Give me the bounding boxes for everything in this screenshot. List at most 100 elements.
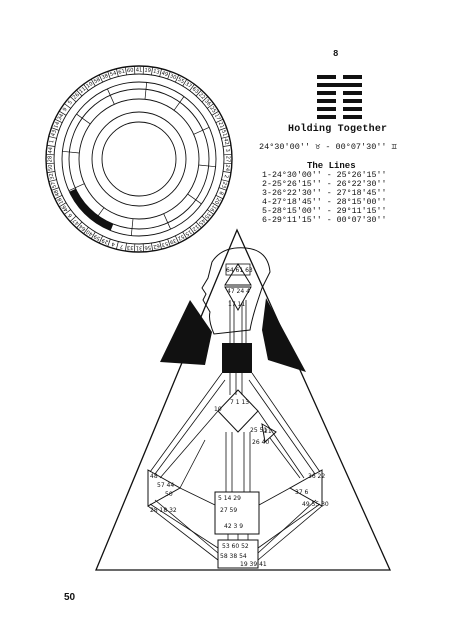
wheel-tick — [69, 215, 77, 222]
wheel-tick — [54, 195, 63, 200]
wheel-gate-label: 59 — [93, 233, 102, 241]
wheel-tick — [69, 96, 77, 103]
head-center — [224, 263, 252, 286]
ego-gates-label: 26 40 — [252, 439, 269, 446]
line-item: 4-27°18'45'' - 28°15'00'' — [262, 197, 387, 207]
wheel-gate-label: 62 — [152, 242, 160, 249]
head-outline — [201, 247, 271, 335]
wheel-gate-label: 64 — [78, 223, 87, 232]
sign-divider — [163, 213, 171, 230]
highlighted-arc — [69, 188, 114, 231]
sign-divider — [68, 183, 85, 191]
wheel-tick — [51, 127, 60, 131]
wheel-ring — [78, 98, 200, 220]
sacral-mid-label: 27 59 — [220, 507, 237, 514]
sign-divider — [62, 150, 80, 154]
page-number: 50 — [64, 592, 76, 603]
wheel-tick — [215, 195, 224, 200]
wheel-tick — [151, 243, 153, 252]
wheel-gate-label: 12 — [191, 223, 200, 232]
wheel-tick — [90, 231, 96, 239]
sign-divider — [144, 82, 148, 100]
wheel-tick — [195, 221, 202, 229]
ajna-center — [224, 286, 252, 312]
solar-plexus-center — [288, 469, 323, 507]
lower-channels — [147, 372, 323, 561]
wheel-gate-label: 7 — [120, 243, 124, 250]
wheel-gate-label: 30 — [169, 73, 177, 81]
wheel-tick — [46, 145, 55, 147]
root-left-label: 58 38 54 — [220, 553, 247, 560]
wheel-ring — [68, 88, 210, 230]
wheel-tick — [218, 127, 227, 131]
wheel-gate-label: 13 — [152, 69, 160, 76]
lines-list: 1-24°30'00'' - 25°26'15'' 2-25°26'15'' -… — [262, 171, 387, 225]
wheel-gate-label: 49 — [161, 70, 169, 78]
sign-divider — [187, 193, 202, 205]
line-item: 5-28°15'00'' - 29°11'15'' — [262, 206, 387, 216]
spleen-center — [147, 469, 182, 507]
spleen-left-label: 28 18 32 — [150, 507, 177, 514]
wheel-gate-label: 31 — [136, 245, 143, 251]
wheel-tick — [64, 209, 71, 215]
wheel-gate-label: 56 — [144, 244, 151, 251]
wheel-tick — [54, 118, 63, 123]
wheel-tick — [189, 84, 195, 91]
wheel-gate-label: 50 — [48, 164, 55, 171]
wheel-gate-label: 39 — [169, 237, 177, 245]
wheel-tick — [223, 171, 232, 173]
wheel-tick — [182, 231, 188, 239]
wheel-tick — [98, 235, 103, 244]
wheel-gate-label: 46 — [61, 204, 70, 213]
wheel-tick — [167, 238, 171, 247]
wheel-tick — [159, 241, 162, 250]
hexagram-degree-range: 24°30'00'' ♉ - 00°07'30'' ♊ — [259, 142, 397, 152]
wheel-gate-label: 48 — [53, 189, 61, 197]
sacral-low-label: 42 3 9 — [224, 523, 243, 530]
wheel-gate-label: 16 — [208, 204, 217, 213]
sacral-gates-label: 5 14 29 — [218, 495, 241, 502]
solar-mid-label: 37 6 — [295, 489, 309, 496]
ego-center — [261, 423, 277, 443]
wheel-ring — [61, 81, 217, 237]
sign-divider — [76, 113, 91, 125]
wheel-tick — [59, 110, 67, 116]
wheel-tick — [223, 145, 232, 147]
wheel-gate-label: 33 — [127, 244, 134, 251]
wheel-gate-label: 43 — [50, 129, 58, 137]
wheel-tick — [116, 68, 119, 77]
wheel-tick — [76, 221, 83, 229]
wheel-gate-label: 41 — [136, 68, 143, 74]
line-item: 1-24°30'00'' - 25°26'15'' — [262, 171, 387, 180]
wheel-tick — [207, 209, 214, 215]
wheel-tick — [51, 187, 60, 191]
sign-divider — [193, 127, 210, 135]
wheel-ring — [101, 121, 177, 197]
wheel-tick — [116, 241, 119, 250]
wheel-tick — [182, 79, 188, 87]
wheel-tick — [175, 74, 180, 83]
wheel-gate-label: 21 — [217, 121, 225, 129]
wheel-tick — [107, 71, 111, 80]
wheel-gate-label: 45 — [197, 217, 206, 226]
hexagram-number: 8 — [333, 49, 339, 59]
hexagram-icon — [317, 75, 362, 119]
wheel-tick — [76, 89, 83, 97]
wheel-tick — [215, 118, 224, 123]
wheel-tick — [201, 96, 209, 103]
wheel-tick — [207, 103, 214, 109]
wheel-gate-label: 22 — [197, 92, 206, 101]
upper-channels — [229, 300, 247, 345]
sign-divider — [107, 88, 115, 105]
wheel-tick — [221, 136, 230, 139]
hexagram-title: Holding Together — [288, 124, 388, 135]
g-right-label: 25 51 — [250, 427, 267, 434]
spleen-top-label: 48 — [150, 473, 158, 480]
wheel-tick — [175, 235, 180, 244]
wheel-gate-label: 10 — [85, 81, 94, 90]
wheel-gate-label: 4 — [110, 240, 116, 247]
g-gates-label: 7 1 13 — [230, 399, 249, 406]
g-center — [217, 389, 259, 433]
outer-triangle — [95, 228, 392, 571]
